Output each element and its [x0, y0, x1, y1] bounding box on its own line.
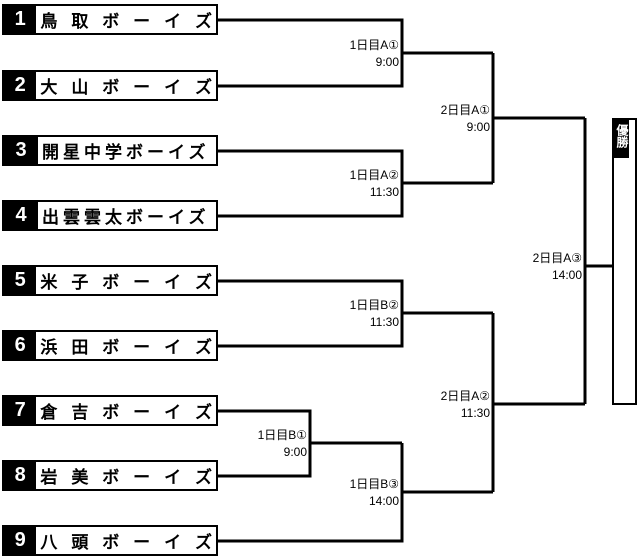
bracket-d1b1: [218, 409, 402, 478]
match-label: 1日目B③: [350, 477, 399, 491]
bracket-d2a3: [583, 118, 613, 404]
team-name: 岩 美 ボ ー イ ズ: [40, 468, 216, 488]
match-time: 9:00: [284, 445, 308, 459]
bracket-d1a2: [218, 149, 493, 218]
match-label: 1日目B②: [350, 298, 399, 312]
match-time: 14:00: [552, 268, 582, 282]
match-label: 2日目A①: [441, 103, 490, 117]
team-name: 鳥 取 ボ ー イ ズ: [40, 12, 216, 32]
match-time: 11:30: [370, 185, 399, 199]
seed-number: 7: [4, 397, 37, 424]
team-name: 米 子 ボ ー イ ズ: [40, 273, 216, 293]
seed-number: 9: [4, 527, 37, 554]
winner-box: 優勝: [612, 118, 637, 405]
team-name: 出雲雲太ボーイズ: [42, 208, 210, 228]
seed-number: 1: [4, 6, 37, 33]
team-name: 開星中学ボーイズ: [42, 143, 210, 163]
match-label: 1日目A②: [350, 168, 399, 182]
match-time: 9:00: [467, 120, 491, 134]
team-name: 大 山 ボ ー イ ズ: [40, 78, 216, 98]
match-time: 11:30: [461, 406, 490, 420]
match-label: 2日目A③: [533, 251, 582, 265]
match-time: 11:30: [370, 315, 399, 329]
seed-number: 4: [4, 202, 38, 229]
match-time: 14:00: [369, 494, 399, 508]
bracket-d1a1: [218, 18, 493, 88]
match-time: 9:00: [376, 55, 400, 69]
seed-number: 5: [4, 267, 37, 294]
seed-number: 6: [4, 332, 37, 359]
seed-number: 3: [4, 137, 38, 164]
match-label: 1日目A①: [350, 38, 399, 52]
seed-number: 2: [4, 72, 37, 99]
match-label: 2日目A②: [441, 389, 490, 403]
winner-label: 優勝: [614, 120, 629, 158]
seed-number: 8: [4, 462, 37, 489]
team-name: 倉 吉 ボ ー イ ズ: [40, 403, 216, 423]
team-name: 八 頭 ボ ー イ ズ: [40, 533, 216, 553]
team-name: 浜 田 ボ ー イ ズ: [40, 338, 216, 358]
bracket-d2a2: [491, 313, 585, 492]
bracket-d1b3: [218, 443, 493, 543]
bracket-d2a1: [491, 53, 585, 183]
bracket-d1b2: [218, 279, 493, 348]
match-label: 1日目B①: [258, 428, 307, 442]
